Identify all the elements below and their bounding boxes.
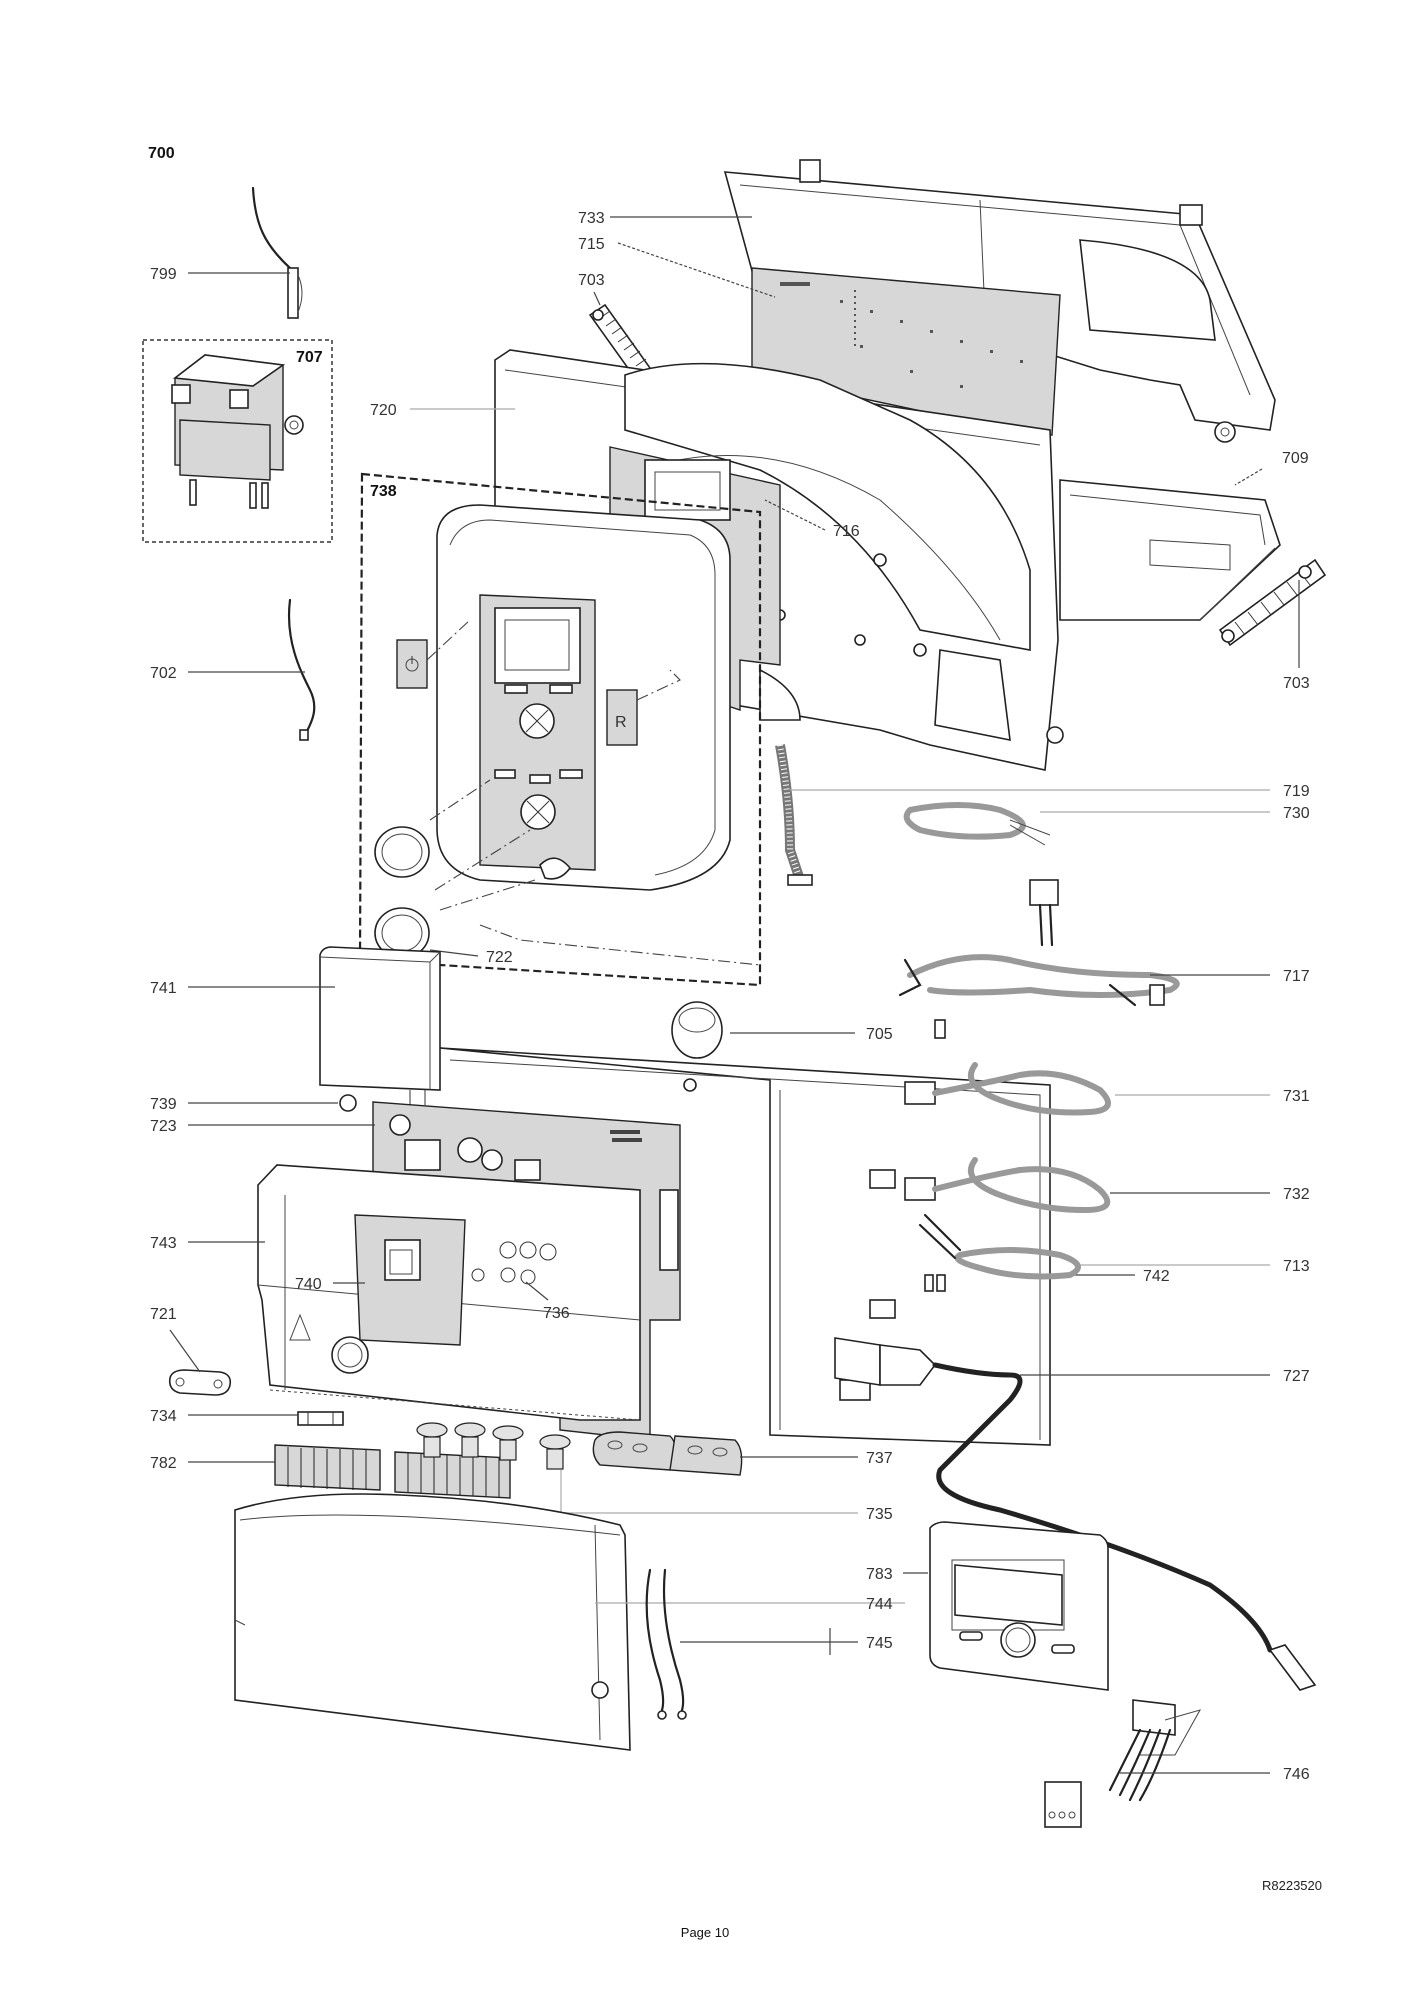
part-799-sensor	[251, 186, 303, 319]
part-732-cable	[904, 1157, 1111, 1214]
callout-733: 733	[578, 210, 605, 227]
callout-741: 741	[150, 980, 177, 997]
callout-783: 783	[866, 1566, 893, 1583]
callout-745: 745	[866, 1635, 893, 1652]
callout-715: 715	[578, 236, 605, 253]
part-702-wire	[287, 598, 316, 741]
leader-722	[429, 949, 479, 957]
callout-709: 709	[1282, 450, 1309, 467]
callout-734: 734	[150, 1408, 177, 1425]
part-782-terminals	[274, 1444, 511, 1499]
part-735-grommets	[416, 1422, 571, 1470]
part-705-knob	[671, 1001, 723, 1059]
part-717-harness	[898, 879, 1180, 1039]
reset-button-part	[606, 689, 638, 746]
callout-735: 735	[866, 1506, 893, 1523]
part-734-fuse	[297, 1411, 344, 1426]
part-783-room-controller	[929, 1521, 1109, 1691]
part-737-grommet-blocks	[592, 1431, 743, 1476]
callout-707: 707	[296, 349, 323, 366]
callout-732: 732	[1283, 1186, 1310, 1203]
leader-721	[169, 1329, 201, 1373]
reset-button-mark: R	[615, 714, 627, 731]
callout-799: 799	[150, 266, 177, 283]
callout-720: 720	[370, 402, 397, 419]
callout-727: 727	[1283, 1368, 1310, 1385]
part-713-cable	[918, 1213, 1081, 1292]
kit-738-border: 738	[358, 472, 762, 987]
callout-721: 721	[150, 1306, 177, 1323]
part-744-front-cover	[234, 1493, 631, 1751]
callout-723: 723	[150, 1118, 177, 1135]
callout-740: 740	[295, 1276, 322, 1293]
callout-717: 717	[1283, 968, 1310, 985]
callout-716: 716	[833, 523, 860, 540]
drawing-reference-code: R8223520	[1262, 1878, 1322, 1893]
part-727-cable	[834, 1337, 1317, 1691]
part-730-cable	[903, 802, 1051, 846]
leader-736	[525, 1281, 549, 1301]
leader-716	[764, 499, 826, 531]
part-745-wires	[645, 1568, 687, 1720]
callout-703-right: 703	[1283, 675, 1310, 692]
part-746-connector-cable	[1044, 1699, 1202, 1828]
callout-742: 742	[1143, 1268, 1170, 1285]
part-739-washer	[339, 1094, 357, 1112]
part-731-cable	[904, 1062, 1111, 1116]
callout-782: 782	[150, 1455, 177, 1472]
callout-746: 746	[1283, 1766, 1310, 1783]
part-722-rings	[374, 826, 430, 959]
callout-731: 731	[1283, 1088, 1310, 1105]
part-709-tray	[1059, 479, 1281, 621]
page-number: Page 10	[680, 1925, 730, 1940]
leader-709	[1234, 468, 1263, 486]
callout-705: 705	[866, 1026, 893, 1043]
leader-715	[617, 242, 776, 298]
leader-703-top	[593, 291, 601, 306]
callout-744: 744	[866, 1596, 893, 1613]
part-741-cover	[319, 946, 441, 1105]
part-719-ribbon	[775, 744, 813, 886]
callout-743: 743	[150, 1235, 177, 1252]
part-738-control-panel: R	[396, 504, 761, 966]
callout-702: 702	[150, 665, 177, 682]
group-title: 700	[148, 145, 175, 162]
callout-736: 736	[543, 1305, 570, 1322]
callout-738: 738	[370, 483, 397, 500]
callout-722: 722	[486, 949, 513, 966]
leader-745	[680, 1628, 831, 1655]
callout-719: 719	[1283, 783, 1310, 800]
part-721-bracket	[168, 1369, 232, 1396]
callout-739: 739	[150, 1096, 177, 1113]
callout-737: 737	[866, 1450, 893, 1467]
part-707-transformer: 707	[142, 339, 333, 543]
callout-703-top: 703	[578, 272, 605, 289]
callout-730: 730	[1283, 805, 1310, 822]
callout-713: 713	[1283, 1258, 1310, 1275]
part-742-backbox	[439, 1047, 1051, 1446]
part-740-clamp	[354, 1214, 466, 1346]
